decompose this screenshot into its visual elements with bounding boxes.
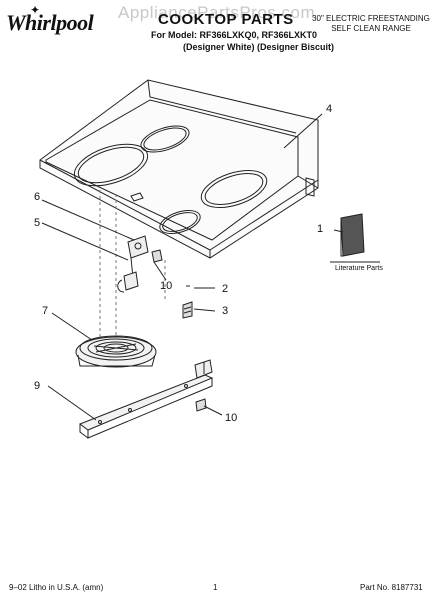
literature-label: Literature Parts [335, 265, 383, 272]
model-variants: (Designer White) (Designer Biscuit) [183, 42, 335, 52]
callout-9: 9 [34, 380, 40, 392]
range-type-line-2: SELF CLEAN RANGE [331, 24, 411, 33]
page-number: 1 [213, 583, 218, 592]
lower-screw [195, 398, 207, 412]
leader-lines [41, 113, 344, 421]
callout-5: 5 [34, 217, 40, 229]
callout-10-lower: 10 [225, 412, 237, 424]
literature-booklet [330, 213, 380, 263]
brand-mark-icon: ✦ [30, 3, 41, 17]
watermark: AppliancePartsPros.com [118, 3, 316, 22]
screws [182, 285, 193, 319]
callout-2: 2 [222, 283, 228, 295]
callout-3: 3 [222, 305, 228, 317]
brand-logo: Whirlpool [6, 10, 94, 35]
element-bracket [78, 359, 214, 439]
model-numbers: For Model: RF366LXKQ0, RF366LXKT0 [151, 30, 318, 40]
surface-element [75, 335, 157, 368]
range-type-line-1: 30" ELECTRIC FREESTANDING [312, 14, 430, 23]
callout-4: 4 [326, 103, 332, 115]
callout-1: 1 [317, 223, 323, 235]
element-openings [73, 125, 268, 235]
bracket-part [117, 235, 163, 293]
callout-6: 6 [34, 191, 40, 203]
callout-7: 7 [42, 305, 48, 317]
callout-10-upper: 10 [160, 280, 172, 292]
range-type: 30" ELECTRIC FREESTANDING SELF CLEAN RAN… [312, 14, 430, 34]
cooktop-panel [39, 79, 319, 259]
page-title: COOKTOP PARTS [158, 11, 294, 28]
part-number: Part No. 8187731 [360, 583, 423, 592]
support-columns [99, 190, 166, 342]
litho-note: 9–02 Litho in U.S.A. (amn) [9, 583, 104, 592]
